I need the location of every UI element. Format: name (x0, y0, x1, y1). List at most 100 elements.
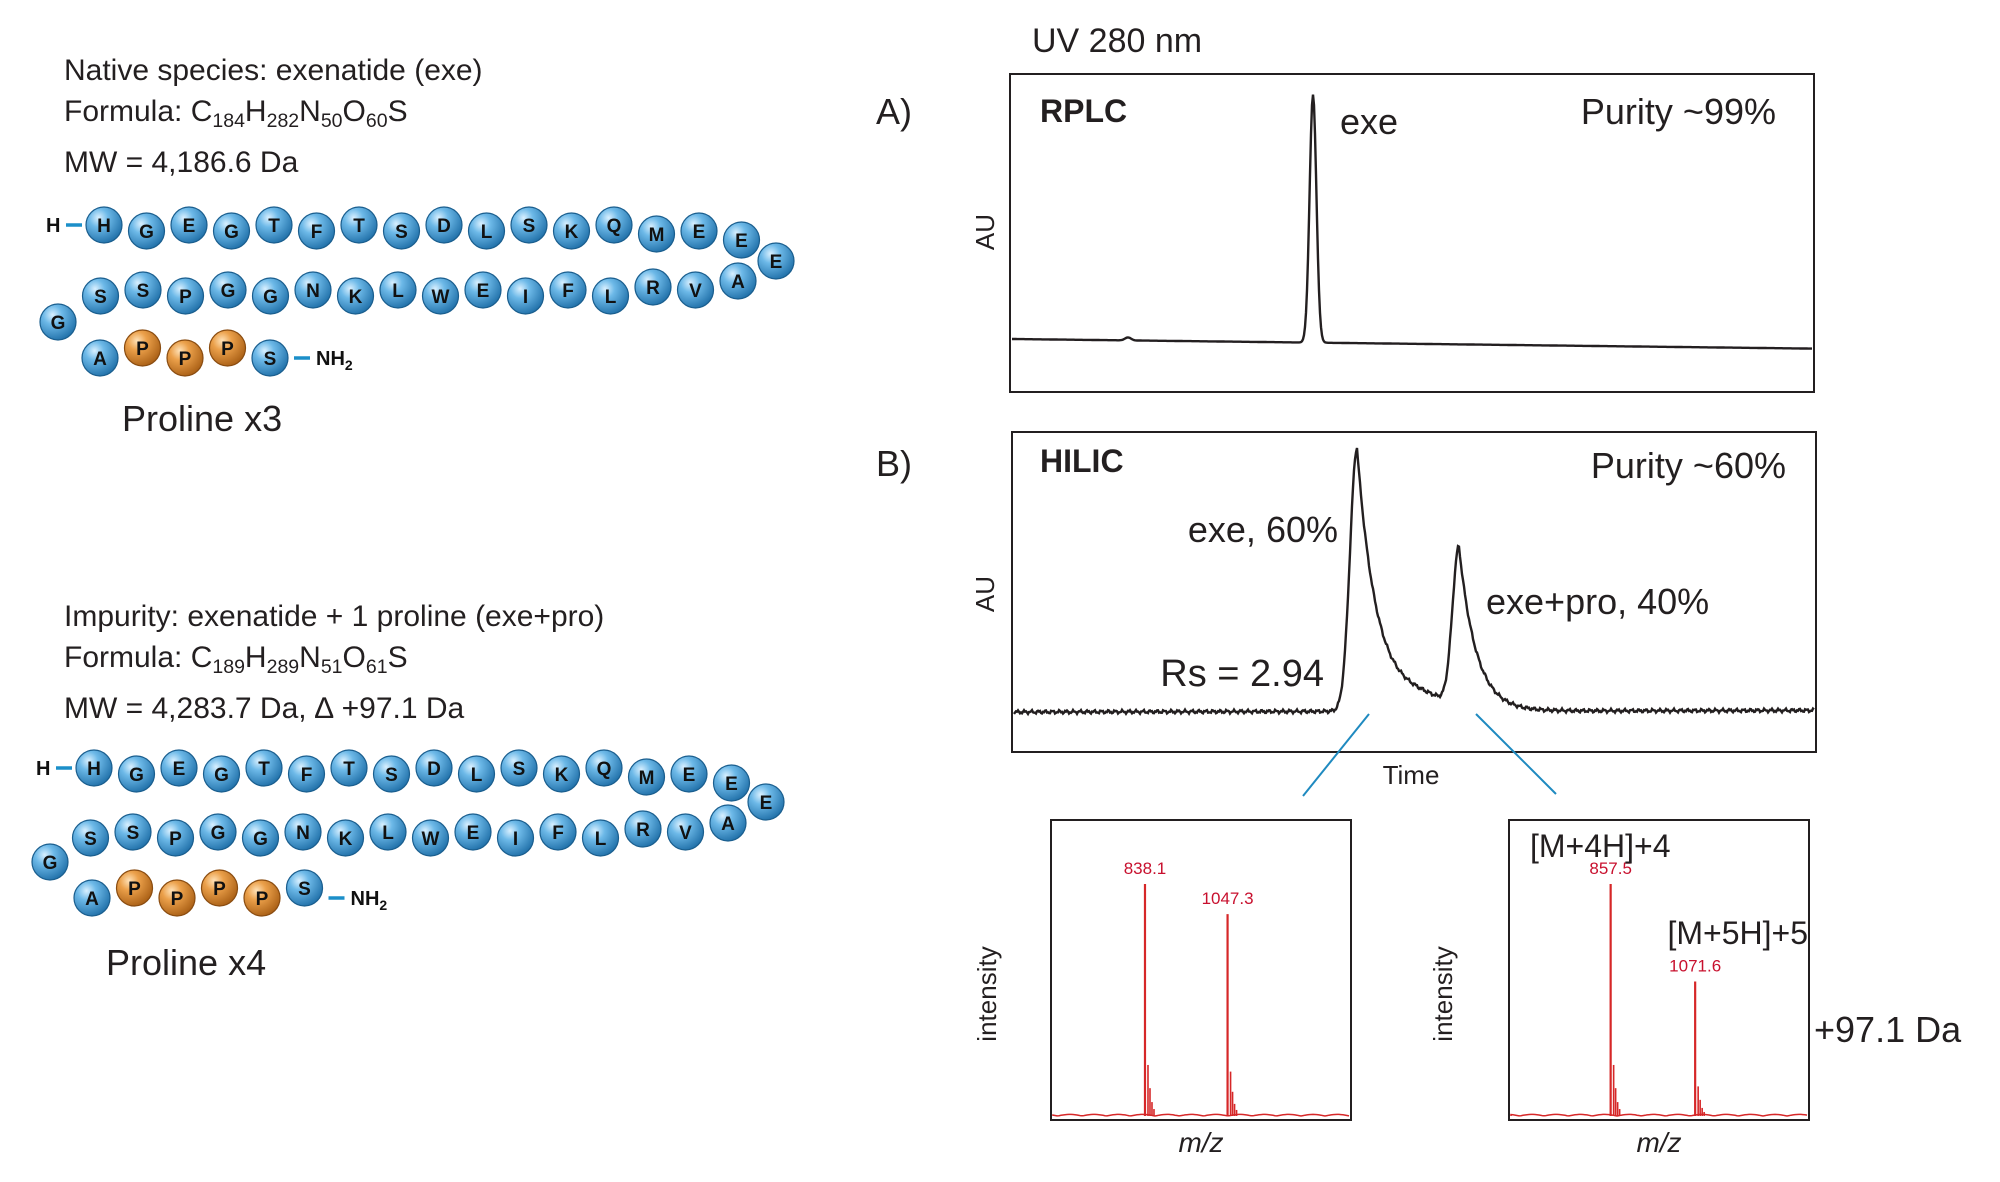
residue-bead (114, 813, 152, 851)
residue-row2: K (326, 819, 365, 857)
residue-bead (287, 755, 326, 793)
residue-row2: F (549, 271, 587, 309)
residue-row1: D (425, 206, 463, 244)
formula-subscript: 61 (365, 655, 388, 678)
residue-letter: G (139, 222, 154, 243)
residue-row1: F (287, 755, 326, 793)
residue-letter: A (721, 814, 735, 835)
residue-bead (209, 271, 247, 309)
residue-bead (340, 206, 378, 244)
residue-g-end: G (31, 843, 69, 881)
residue-letter: Q (597, 759, 612, 780)
residue-row1: M (637, 215, 676, 253)
formula-element: H (244, 641, 267, 674)
ms-peak-label: 1071.6 (1669, 956, 1721, 975)
panel-a-letter: A) (876, 91, 912, 132)
residue-letter: P (213, 879, 226, 900)
c-terminus-label-subscript: 2 (379, 897, 387, 913)
residue-bead (81, 339, 119, 377)
residue-bead (411, 819, 450, 857)
proline-bead (123, 329, 162, 367)
ms-right-xlabel: m/z (1636, 1127, 1681, 1158)
formula-subscript: 60 (365, 109, 388, 132)
residue-bead (712, 764, 751, 802)
residue-letter: G (211, 823, 226, 844)
residue-letter: S (127, 823, 140, 844)
formula-element: O (342, 641, 366, 674)
residue-bead (199, 813, 237, 851)
residue-row2: P (156, 819, 195, 857)
proline-bead (166, 339, 204, 377)
residue-row1: S (382, 212, 421, 250)
residue-row1: E (670, 755, 708, 793)
panel-b-method: HILIC (1040, 443, 1124, 479)
formula-element: C (190, 641, 213, 674)
residue-row1: Q (595, 206, 633, 244)
residue-letter: E (770, 252, 783, 273)
residue-row1: S (510, 206, 548, 244)
residue-letter: E (760, 793, 773, 814)
residue-row2: V (666, 813, 705, 851)
residue-letter: G (253, 829, 268, 850)
ms-baseline (1052, 1113, 1350, 1117)
impurity-species-line: Impurity: exenatide + 1 proline (exe+pro… (64, 600, 605, 633)
residue-letter: K (339, 829, 353, 850)
residue-bead (585, 749, 623, 787)
residue-bead (170, 206, 208, 244)
proline-bead (200, 869, 239, 907)
residue-letter: L (605, 287, 617, 308)
residue-row1: G (212, 212, 251, 250)
impurity-mw-line: MW = 4,283.7 Da, ∆ +97.1 Da (64, 691, 465, 725)
residue-letter: S (513, 759, 526, 780)
residue-letter: G (51, 313, 66, 334)
n-terminus-label-text: H (46, 215, 60, 237)
c-terminus-label: NH2 (351, 888, 388, 913)
residue-row2: G (209, 271, 247, 309)
residue-bead (160, 749, 198, 787)
native-info-block: Native species: exenatide (exe) Formula:… (64, 50, 483, 183)
residue-letter: K (555, 765, 569, 786)
residue-bead (330, 749, 368, 787)
residue-row2: G (251, 277, 290, 315)
residue-bead (722, 221, 761, 259)
proline-residue: P (243, 879, 281, 917)
residue-bead (166, 277, 205, 315)
residue-letter: K (349, 287, 363, 308)
residue-letter: I (523, 287, 528, 308)
n-terminus-label-text: H (36, 758, 50, 780)
residue-letter: T (343, 759, 355, 780)
residue-row2: F (539, 813, 577, 851)
proline-residue: P (166, 339, 204, 377)
residue-letter: D (427, 759, 441, 780)
formula-subscript: 189 (212, 655, 245, 678)
residue-letter: L (471, 765, 483, 786)
panel-b-purity: Purity ~60% (1591, 445, 1786, 486)
residue-row2: W (421, 277, 460, 315)
residue-letter: E (693, 222, 706, 243)
residue-row3: A (73, 879, 111, 917)
residue-letter: A (93, 349, 107, 370)
residue-row3: A (81, 339, 119, 377)
proline-bead (243, 879, 281, 917)
rplc-chromatogram-trace (1012, 94, 1812, 350)
residue-row2: G (241, 819, 280, 857)
residue-bead (81, 277, 120, 315)
residue-letter: G (224, 222, 239, 243)
panel-b-letter: B) (876, 443, 912, 484)
formula-element: C (190, 95, 213, 128)
residue-bead (709, 804, 747, 842)
residue-row1: M (627, 758, 666, 796)
residue-bead (117, 755, 156, 793)
impurity-caption: Proline x4 (106, 942, 267, 983)
residue-row2: A (709, 804, 747, 842)
residue-bead (202, 755, 241, 793)
residue-bead (757, 242, 795, 280)
residue-bead (539, 813, 577, 851)
residue-row2: W (411, 819, 450, 857)
leader-line-peak1 (1302, 713, 1370, 797)
panel-a-frame (1009, 73, 1815, 393)
residue-bead (500, 749, 538, 787)
residue-letter: V (689, 281, 702, 302)
residue-letter: G (221, 281, 236, 302)
residue-row1: E (680, 212, 718, 250)
